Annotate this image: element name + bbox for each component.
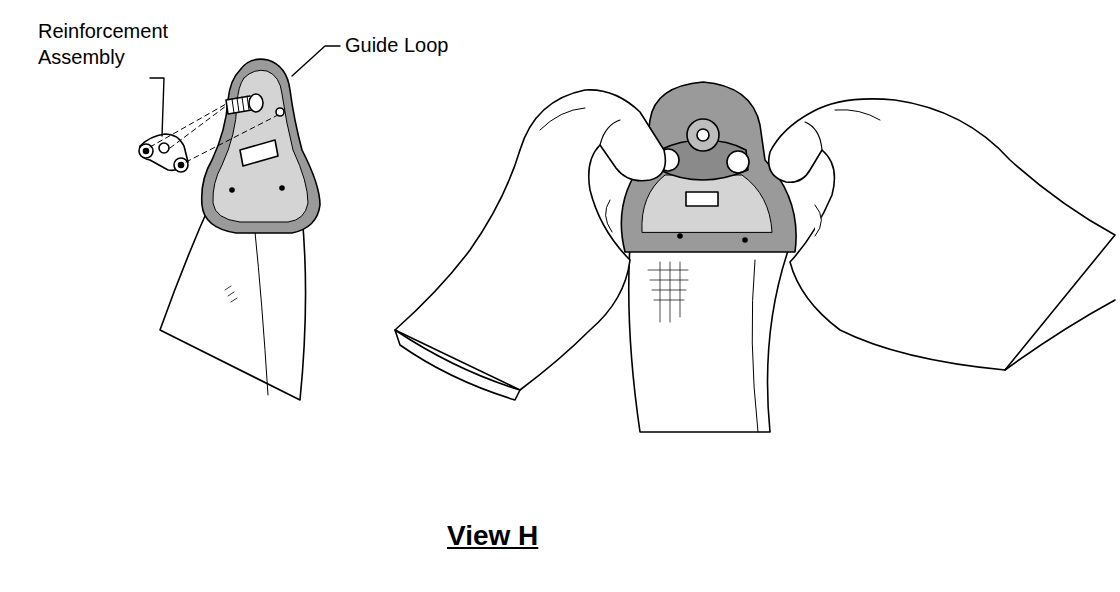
part-label: Reinforcement Assembly [38, 18, 198, 70]
leader-line [292, 46, 340, 76]
left-hand [395, 90, 665, 400]
view-caption: View H [447, 520, 538, 552]
reinforcement-part [139, 104, 278, 172]
leader-line [150, 78, 164, 136]
exploded-guide-loop [160, 59, 320, 400]
part-label: Guide Loop [345, 32, 505, 58]
right-hand [769, 99, 1115, 370]
